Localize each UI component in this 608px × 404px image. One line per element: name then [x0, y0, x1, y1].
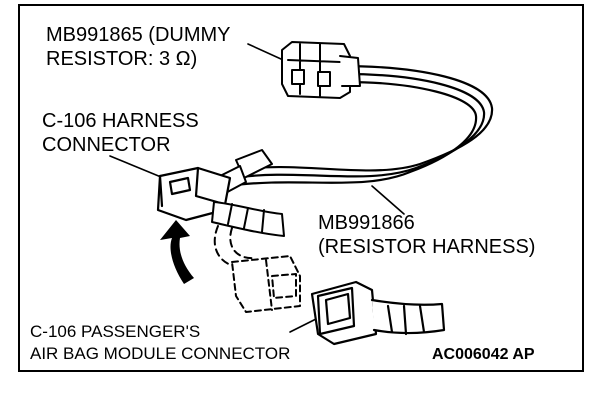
label-harness-connector-line1: C-106 HARNESS — [42, 110, 199, 132]
resistor-harness-cable — [226, 64, 494, 188]
dashed-connector-outline — [231, 255, 301, 313]
label-resistor-harness-line1: MB991866 — [318, 212, 415, 234]
dummy-resistor-connector — [281, 41, 361, 99]
label-dummy-resistor-line1: MB991865 (DUMMY — [46, 24, 231, 46]
label-airbag-connector-line1: C-106 PASSENGER'S — [30, 322, 201, 341]
figure-code: AC006042 AP — [432, 346, 535, 363]
airbag-module-connector — [310, 280, 446, 346]
label-dummy-resistor-line2: RESISTOR: 3 Ω) — [46, 48, 198, 70]
label-resistor-harness-line2: (RESISTOR HARNESS) — [318, 236, 536, 258]
connection-arrow-icon — [160, 220, 194, 284]
label-airbag-connector-line2: AIR BAG MODULE CONNECTOR — [30, 344, 291, 363]
label-harness-connector-line2: CONNECTOR — [42, 134, 171, 156]
leader-resistor-harness — [371, 185, 405, 215]
harness-wiring-loom — [211, 201, 285, 237]
